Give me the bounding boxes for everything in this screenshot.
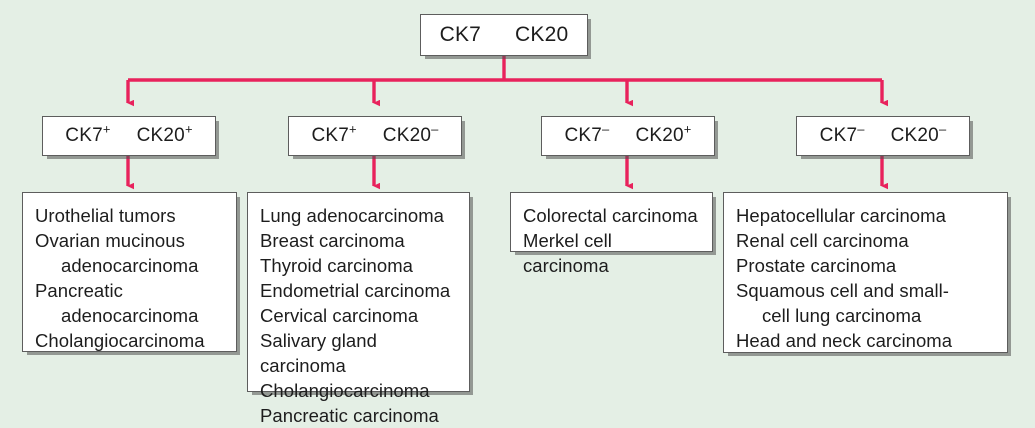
list-item: Breast carcinoma	[260, 230, 405, 251]
marker-label-ck7: CK7+	[311, 121, 357, 146]
list-item: Salivary gland carcinoma	[260, 330, 377, 376]
tumor-list-ck7neg-ck20pos[interactable]: Colorectal carcinoma Merkel cell carcino…	[510, 192, 713, 276]
list-item: Head and neck carcinoma	[736, 330, 953, 351]
list-item: Colorectal carcinoma	[523, 205, 698, 226]
root-marker-ck7: CK7	[439, 23, 482, 46]
list-item: Endometrial carcinoma	[260, 280, 451, 301]
marker-label-ck20: CK20+	[635, 121, 692, 146]
list-item: Hepatocellular carcinoma	[736, 205, 946, 226]
root-node-ck7-ck20[interactable]: CK7 CK20	[420, 14, 588, 56]
tumor-list: Colorectal carcinoma Merkel cell carcino…	[523, 203, 702, 278]
marker-label-ck20: CK20–	[382, 121, 439, 146]
marker-label-ck7: CK7–	[819, 121, 865, 146]
root-marker-ck20: CK20	[515, 23, 569, 46]
list-item: Cholangiocarcinoma	[260, 380, 430, 401]
marker-node-ck7neg-ck20pos[interactable]: CK7– CK20+	[541, 116, 715, 156]
marker-node-ck7neg-ck20neg[interactable]: CK7– CK20–	[796, 116, 970, 156]
list-item: Thyroid carcinoma	[260, 255, 414, 276]
list-item: Merkel cell carcinoma	[523, 230, 612, 276]
marker-label-ck20: CK20+	[136, 121, 193, 146]
marker-label-ck7: CK7–	[564, 121, 610, 146]
marker-node-ck7pos-ck20pos[interactable]: CK7+ CK20+	[42, 116, 216, 156]
tumor-list: Hepatocellular carcinoma Renal cell carc…	[736, 203, 997, 353]
tumor-list: Lung adenocarcinoma Breast carcinoma Thy…	[260, 203, 459, 428]
marker-label-ck7: CK7+	[65, 121, 111, 146]
list-item: Squamous cell and small-cell lung carcin…	[736, 280, 950, 326]
marker-node-ck7pos-ck20neg[interactable]: CK7+ CK20–	[288, 116, 462, 156]
marker-label-ck20: CK20–	[890, 121, 947, 146]
list-item: Lung adenocarcinoma	[260, 205, 445, 226]
list-item: Cholangiocarcinoma	[35, 330, 205, 351]
tumor-list-ck7neg-ck20neg[interactable]: Hepatocellular carcinoma Renal cell carc…	[723, 192, 1008, 353]
list-item: Pancreatic carcinoma	[260, 405, 439, 426]
list-item: Renal cell carcinoma	[736, 230, 909, 251]
list-item: Cervical carcinoma	[260, 305, 419, 326]
list-item: Prostate carcinoma	[736, 255, 897, 276]
tumor-list-ck7pos-ck20neg[interactable]: Lung adenocarcinoma Breast carcinoma Thy…	[247, 192, 470, 426]
list-item: Urothelial tumors	[35, 205, 176, 226]
